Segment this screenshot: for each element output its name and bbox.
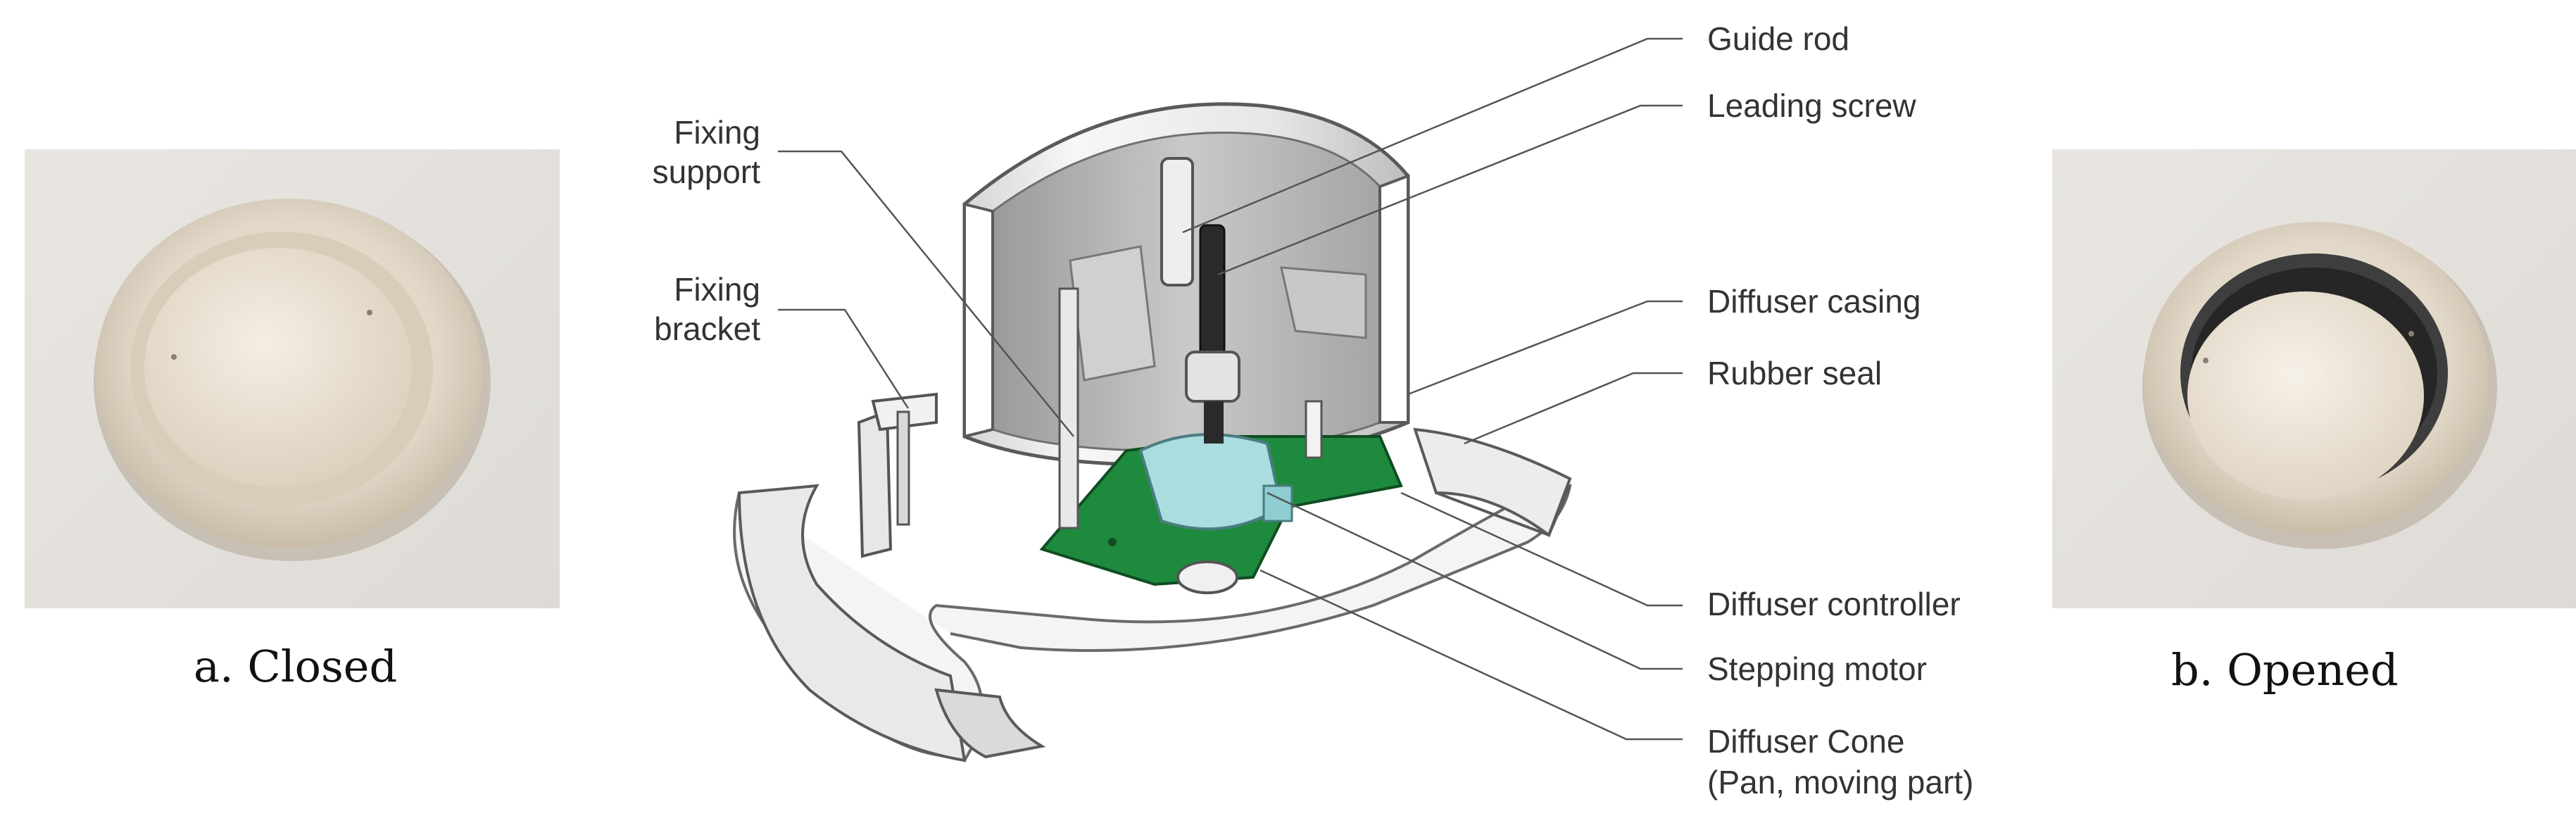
leader-diffuser-cone xyxy=(1259,569,1683,741)
leader-rubber-seal xyxy=(1464,372,1683,445)
internal-rib xyxy=(1069,245,1156,382)
screw-shaft-lower xyxy=(1204,401,1224,444)
leader-leading-screw xyxy=(1217,104,1683,276)
label-rubber-seal: Rubber seal xyxy=(1707,355,1883,391)
label-diffuser-casing: Diffuser casing xyxy=(1707,283,1921,320)
flange-right xyxy=(1413,427,1572,538)
leader-guide-rod xyxy=(1182,37,1683,234)
opened-cone xyxy=(2187,291,2424,500)
label-stepping-motor: Stepping motor xyxy=(1707,651,1927,687)
center-nut xyxy=(1176,560,1238,594)
bottom-lip xyxy=(934,688,1046,759)
casing-cut-edge-right xyxy=(1378,174,1409,424)
pcb-hole xyxy=(1108,538,1117,546)
opened-diffuser-illustration xyxy=(2142,222,2497,549)
leader-fixing-support xyxy=(778,150,1074,437)
screw-hole xyxy=(2203,358,2209,363)
leader-stepping-motor xyxy=(1267,491,1683,670)
label-leading-screw: Leading screw xyxy=(1707,87,1916,124)
screw-hole xyxy=(171,354,177,360)
label-guide-rod: Guide rod xyxy=(1707,20,1850,57)
flange-right-lip xyxy=(1435,485,1571,537)
leader-diffuser-controller xyxy=(1400,491,1683,607)
fixing-support-shape xyxy=(1058,287,1079,529)
internal-rib xyxy=(1280,266,1367,339)
closed-cone xyxy=(144,248,412,487)
label-fixing-support-line2: support xyxy=(652,153,760,190)
flange-left xyxy=(737,484,967,762)
caption-opened: b. Opened xyxy=(2171,644,2399,696)
label-diffuser-cone: Diffuser Cone xyxy=(1707,723,1905,760)
photo-opened-diffuser xyxy=(2052,149,2576,608)
leader-diffuser-casing xyxy=(1407,300,1683,396)
motor-connector xyxy=(1262,484,1293,522)
label-fixing-support-line1: Fixing xyxy=(674,114,760,151)
photo-closed-diffuser xyxy=(25,149,560,608)
label-diffuser-cone-subtitle: (Pan, moving part) xyxy=(1707,764,1974,800)
bracket-screw xyxy=(896,410,910,526)
screw-collar xyxy=(1185,351,1240,403)
leader-fixing-bracket xyxy=(778,308,910,409)
screw-hole xyxy=(367,310,372,315)
label-fixing-bracket-line1: Fixing xyxy=(674,271,760,308)
label-fixing-bracket-line2: bracket xyxy=(654,310,760,347)
fixing-bracket-shape xyxy=(857,410,893,558)
stepping-motor xyxy=(1138,433,1283,531)
label-diffuser-controller: Diffuser controller xyxy=(1707,586,1961,622)
caption-closed: a. Closed xyxy=(194,641,398,692)
screw-hole xyxy=(2408,331,2414,337)
guide-rod-shape xyxy=(1160,157,1194,287)
casing-post xyxy=(1305,400,1323,459)
closed-diffuser-illustration xyxy=(94,199,491,561)
